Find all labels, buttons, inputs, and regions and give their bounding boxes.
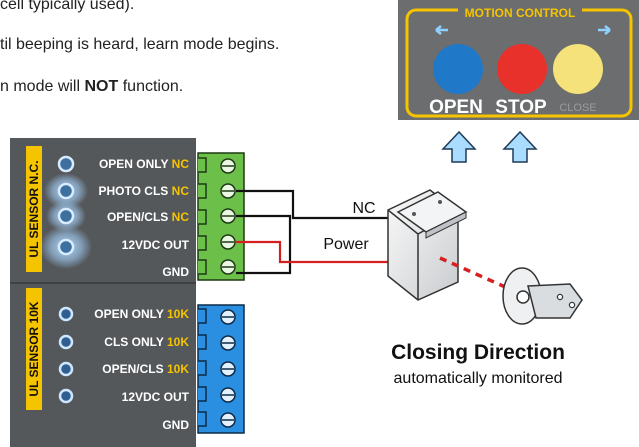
beam-line [439, 256, 513, 292]
intro-line-1: cell typically used). [0, 0, 135, 13]
led-icon [58, 334, 74, 350]
nc-wire-label: NC [352, 200, 375, 217]
terminal-label-gnd: GND [162, 265, 189, 279]
motion-control-panel: MOTION CONTROL OPEN STOP CLOSE [398, 0, 639, 120]
terminal-label-open-only-10k: OPEN ONLY 10K [94, 307, 189, 321]
closing-direction-subtitle: automatically monitored [394, 370, 563, 387]
sensor-nc-label-bar [26, 146, 42, 272]
open-button[interactable] [433, 44, 483, 94]
intro-line-2: til beeping is heard, learn mode begins. [0, 36, 280, 53]
reflector-bracket [502, 267, 583, 325]
intro-line-3: n mode will NOT function. [0, 78, 183, 96]
left-arrow-icon [435, 25, 448, 35]
open-button-label: OPEN [429, 97, 483, 118]
intro-line-3-suffix: function. [122, 78, 184, 95]
sensor-nc-leds [57, 155, 75, 256]
terminal-label-12vdc-out: 12VDC OUT [122, 238, 190, 252]
terminal-label-photo-cls-nc: PHOTO CLS NC [99, 184, 190, 198]
stop-pointer-up-arrow-icon [502, 130, 538, 163]
motion-control-title: MOTION CONTROL [465, 6, 576, 20]
photo-sensor [387, 189, 468, 301]
terminal-label-12vdc-out-10k: 12VDC OUT [122, 390, 190, 404]
sensor-nc-label: UL SENSOR N.C. [27, 160, 41, 257]
stop-button[interactable] [497, 44, 547, 94]
closing-direction-title: Closing Direction [391, 341, 565, 364]
led-icon [57, 155, 75, 173]
10k-terminal-block [197, 304, 245, 434]
intro-line-3-bold: NOT [84, 78, 119, 95]
led-icon [58, 388, 74, 404]
close-button[interactable] [553, 44, 603, 94]
stop-button-label: STOP [495, 97, 547, 118]
sensor-10k-label-bar [26, 288, 42, 410]
terminal-label-open-cls-10k: OPEN/CLS 10K [102, 362, 189, 376]
loop-wire-black [236, 214, 292, 275]
terminal-label-cls-only-10k: CLS ONLY 10K [104, 335, 189, 349]
power-wire-red [236, 240, 388, 264]
sensor-10k-leds [58, 306, 74, 404]
sensor-10k-label: UL SENSOR 10K [27, 301, 41, 396]
terminal-label-open-cls-nc: OPEN/CLS NC [107, 210, 189, 224]
nc-wire-black [236, 189, 388, 220]
terminal-label-gnd-10k: GND [162, 418, 189, 432]
led-icon [57, 238, 75, 256]
power-wire-label: Power [323, 236, 369, 253]
right-arrow-icon [598, 25, 611, 35]
led-icon [57, 207, 75, 225]
wires [236, 189, 388, 275]
led-icon [58, 306, 74, 322]
close-button-label: CLOSE [559, 102, 596, 114]
led-icon [57, 182, 75, 200]
open-pointer-up-arrow-icon [441, 130, 477, 163]
led-icon [58, 361, 74, 377]
intro-line-3-prefix: n mode will [0, 78, 81, 95]
terminal-label-open-only-nc: OPEN ONLY NC [99, 157, 189, 171]
